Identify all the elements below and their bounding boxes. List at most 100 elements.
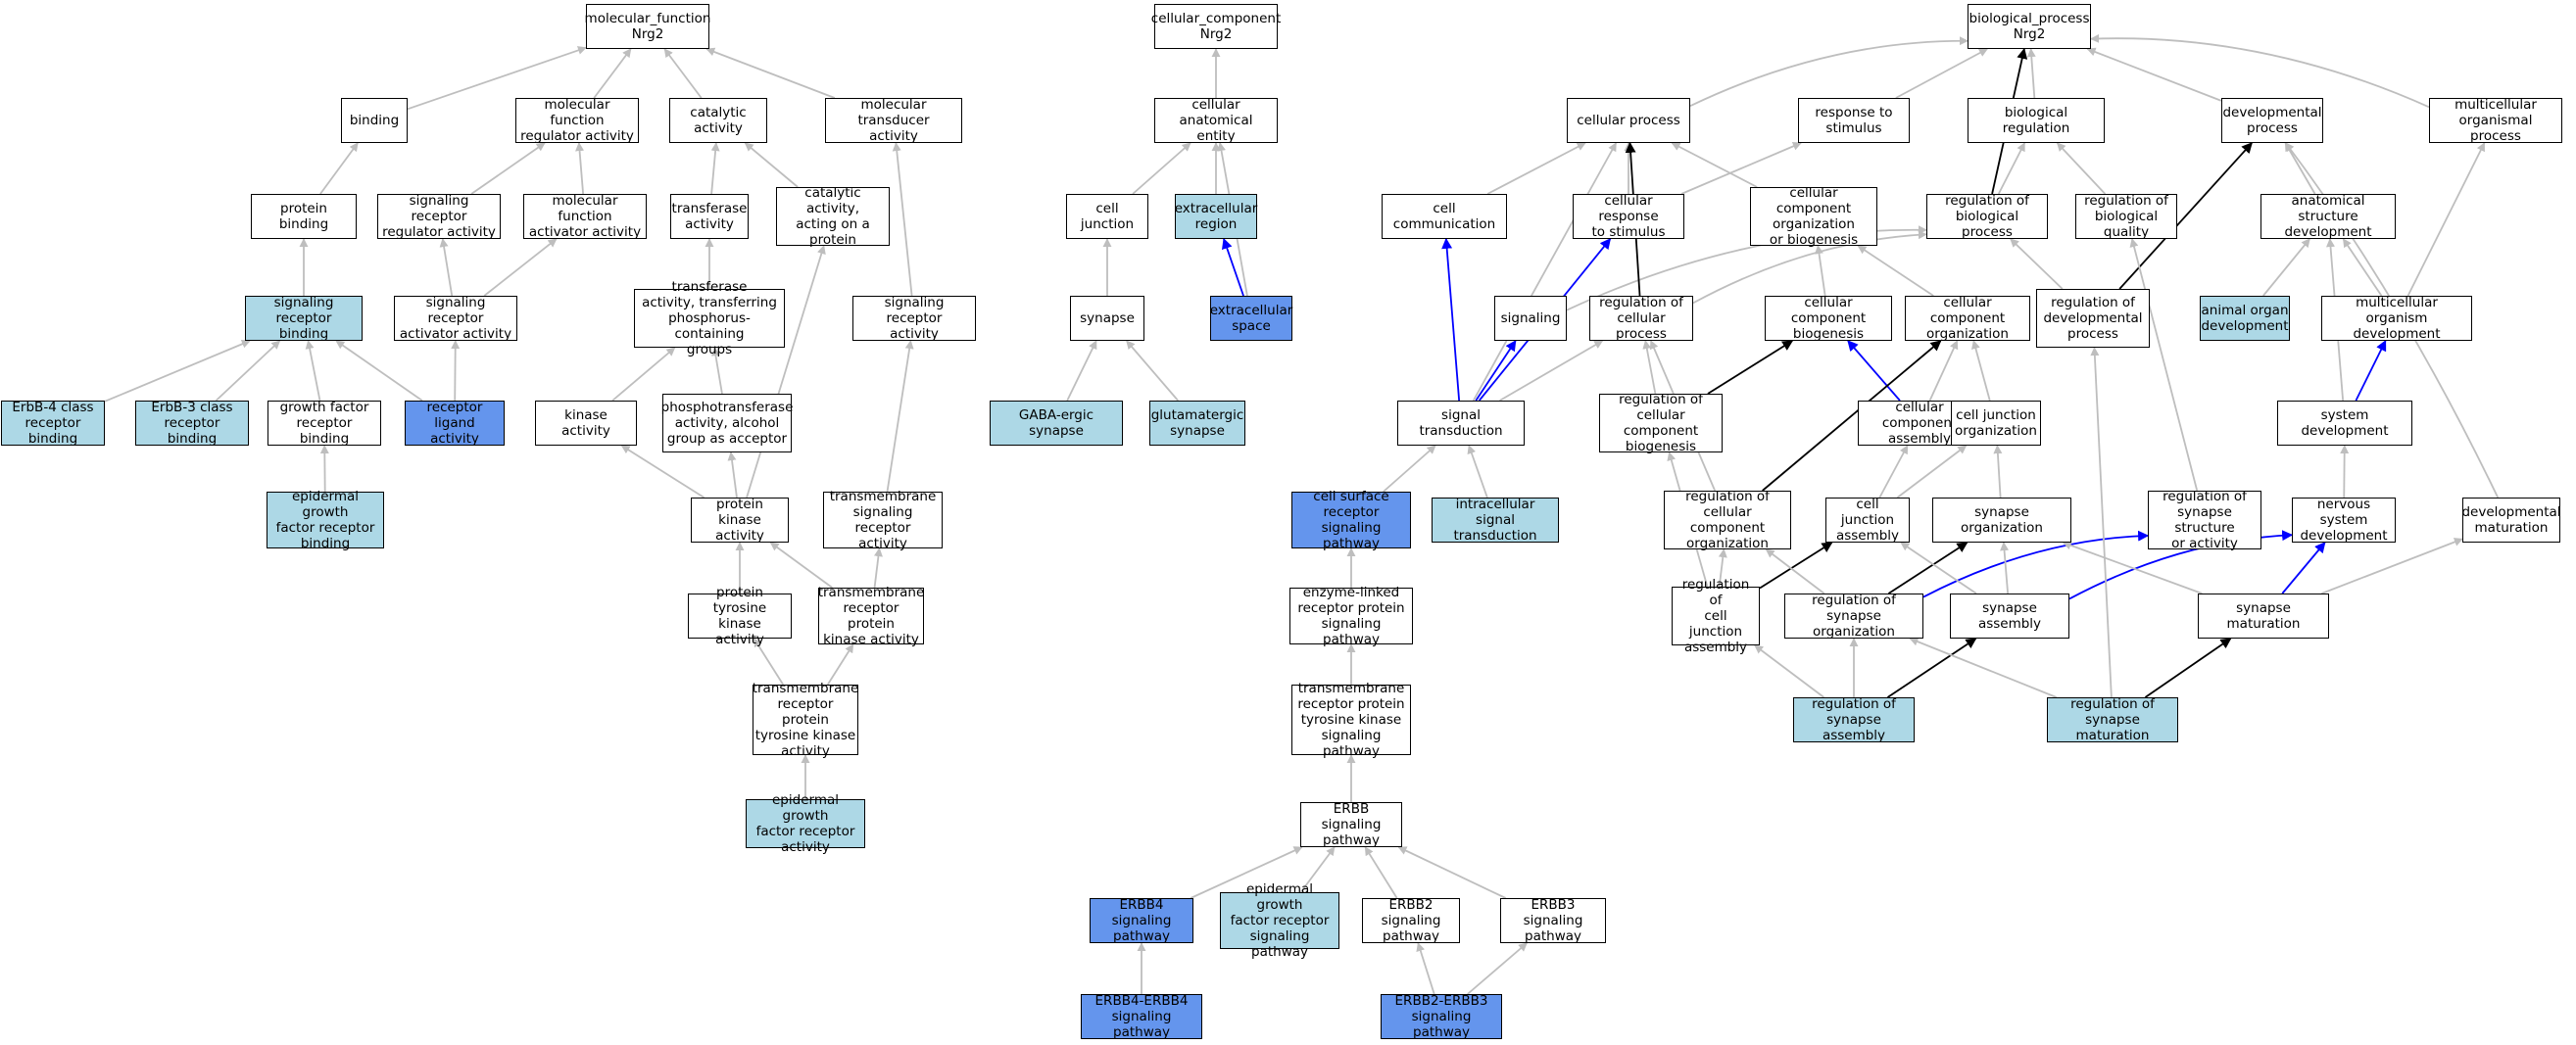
node-devmat[interactable]: developmental maturation: [2461, 498, 2561, 543]
node-transphos[interactable]: transferase activity, transferring phosp…: [634, 279, 785, 357]
node-sigregreg[interactable]: signaling receptor regulator activity: [377, 193, 501, 240]
node-ccorg2[interactable]: cellular component organization: [1905, 295, 2030, 342]
node-respstim[interactable]: response to stimulus: [1798, 98, 1910, 143]
node-devproc[interactable]: developmental process: [2221, 98, 2323, 143]
node-cae[interactable]: cellular anatomical entity: [1154, 97, 1278, 144]
edge-is_a-multiproc-bp: [2090, 33, 2430, 109]
node-regbio[interactable]: regulation of biological process: [1926, 193, 2048, 240]
node-sysdev[interactable]: system development: [2277, 401, 2412, 446]
node-gfbind[interactable]: growth factor receptor binding: [267, 400, 381, 447]
edge-is_a-tmsig-sigrec: [886, 340, 914, 493]
edge-is_a-mfreg-mf: [593, 48, 632, 99]
node-synmat[interactable]: synapse maturation: [2198, 594, 2329, 639]
node-cellresp[interactable]: cellular response to stimulus: [1573, 193, 1684, 240]
edge-is_a-protkinase-catprot: [746, 245, 826, 499]
edge-is_a-erbb4sig-erbbsig: [1190, 846, 1303, 899]
node-binding[interactable]: binding: [341, 98, 408, 143]
node-erbb44sig[interactable]: ERBB4-ERBB4 signaling pathway: [1081, 993, 1202, 1040]
node-erbb3bind[interactable]: ErbB-3 class receptor binding: [135, 400, 249, 447]
node-regccorg[interactable]: regulation of cellular component organiz…: [1664, 489, 1791, 551]
node-sigrecbind[interactable]: signaling receptor binding: [245, 295, 363, 342]
node-tmsig[interactable]: transmembrane signaling receptor activit…: [823, 489, 943, 551]
node-egfrsig[interactable]: epidermal growth factor receptor signali…: [1220, 881, 1339, 960]
node-ptk[interactable]: protein tyrosine kinase activity: [688, 585, 792, 647]
node-signaling[interactable]: signaling: [1494, 296, 1567, 341]
node-catalytic[interactable]: catalytic activity: [669, 98, 767, 143]
node-regsynorg[interactable]: regulation of synapse organization: [1784, 593, 1923, 640]
node-glut[interactable]: glutamatergic synapse: [1149, 401, 1245, 446]
edge-regulates-regccbio-ccbio: [1707, 340, 1794, 395]
node-cjassembly[interactable]: cell junction assembly: [1825, 497, 1910, 544]
node-cjorg[interactable]: cell junction organization: [1951, 401, 2041, 446]
node-catprot[interactable]: catalytic activity, acting on a protein: [776, 185, 890, 248]
node-gaba[interactable]: GABA-ergic synapse: [990, 401, 1123, 446]
node-mfreg[interactable]: molecular function regulator activity: [515, 97, 639, 144]
node-mf[interactable]: molecular_function Nrg2: [585, 4, 710, 49]
edge-is_a-catprot-catalytic: [744, 142, 799, 188]
node-tmrptk[interactable]: transmembrane receptor protein tyrosine …: [752, 681, 859, 759]
node-tmrptksp[interactable]: transmembrane receptor protein tyrosine …: [1291, 681, 1411, 759]
node-bioreg[interactable]: biological regulation: [1968, 98, 2105, 143]
edge-is_a-regsynorg-regccorg: [1765, 548, 1825, 594]
node-erbb23sig[interactable]: ERBB2-ERBB3 signaling pathway: [1381, 993, 1502, 1040]
node-erbb2sig[interactable]: ERBB2 signaling pathway: [1362, 897, 1460, 944]
node-csrsp[interactable]: cell surface receptor signaling pathway: [1291, 489, 1411, 551]
node-erbbsig[interactable]: ERBB signaling pathway: [1300, 801, 1402, 848]
edge-is_a-gfbind-sigrecbind: [305, 340, 321, 402]
node-sigrec[interactable]: signaling receptor activity: [852, 295, 976, 342]
node-synorg[interactable]: synapse organization: [1932, 498, 2071, 543]
node-egfract[interactable]: epidermal growth factor receptor activit…: [746, 792, 865, 855]
node-extspace[interactable]: extracellular space: [1210, 296, 1292, 341]
node-mfact[interactable]: molecular function activator activity: [523, 193, 647, 240]
node-ccbio[interactable]: cellular component biogenesis: [1765, 295, 1892, 342]
node-erbb3sig[interactable]: ERBB3 signaling pathway: [1500, 897, 1606, 944]
node-regccbio[interactable]: regulation of cellular component biogene…: [1599, 392, 1723, 454]
node-regcell[interactable]: regulation of cellular process: [1589, 295, 1693, 342]
node-protkinase[interactable]: protein kinase activity: [691, 497, 789, 544]
node-regbioq[interactable]: regulation of biological quality: [2075, 193, 2177, 240]
node-kinase[interactable]: kinase activity: [535, 401, 637, 446]
edge-is_a-cjorg-ccorg2: [1971, 340, 1991, 402]
node-sigtrans[interactable]: signal transduction: [1397, 401, 1525, 446]
node-regsynstruct[interactable]: regulation of synapse structure or activ…: [2148, 489, 2261, 551]
node-regdev[interactable]: regulation of developmental process: [2036, 289, 2150, 348]
node-protbinding[interactable]: protein binding: [251, 194, 357, 239]
node-phosphotrans[interactable]: phosphotransferase activity, alcohol gro…: [661, 394, 793, 452]
node-extreg[interactable]: extracellular region: [1175, 194, 1257, 239]
node-cellcomm[interactable]: cell communication: [1382, 194, 1507, 239]
node-erbb4bind[interactable]: ErbB-4 class receptor binding: [1, 400, 105, 447]
node-regcjassembly[interactable]: regulation of cell junction assembly: [1672, 577, 1760, 655]
node-anatdev[interactable]: anatomical structure development: [2260, 193, 2396, 240]
node-intrasig[interactable]: intracellular signal transduction: [1432, 497, 1559, 544]
node-bp[interactable]: biological_process Nrg2: [1968, 4, 2091, 49]
node-ccorg[interactable]: cellular component organization or bioge…: [1750, 185, 1877, 248]
node-synapse[interactable]: synapse: [1070, 296, 1144, 341]
node-cc[interactable]: cellular_component Nrg2: [1151, 4, 1281, 49]
node-erbb4sig[interactable]: ERBB4 signaling pathway: [1090, 897, 1193, 944]
node-multidev[interactable]: multicellular organism development: [2321, 295, 2472, 342]
node-animorgan[interactable]: animal organ development: [2200, 296, 2290, 341]
edge-is_a-kinase-transphos: [611, 347, 676, 402]
node-cellproc[interactable]: cellular process: [1567, 98, 1690, 143]
node-nsdev[interactable]: nervous system development: [2292, 497, 2396, 544]
edge-part_of-synmat-nsdev: [2281, 542, 2326, 594]
node-celljunction[interactable]: cell junction: [1066, 194, 1148, 239]
node-elrpsp[interactable]: enzyme-linked receptor protein signaling…: [1289, 585, 1413, 647]
node-tmrpk[interactable]: transmembrane receptor protein kinase ac…: [817, 585, 925, 647]
edge-regulates-regccorg-ccorg2: [1762, 340, 1942, 492]
edge-is_a-animorgan-anatdev: [2262, 238, 2310, 297]
node-moltrans[interactable]: molecular transducer activity: [825, 97, 962, 144]
node-rla[interactable]: receptor ligand activity: [405, 400, 505, 447]
edge-is_a-regsynmat-regsynorg: [1909, 637, 2058, 698]
node-synassembly[interactable]: synapse assembly: [1950, 594, 2069, 639]
edge-is_a-ccassembly-ccorg2: [1928, 340, 1959, 402]
node-regsynassembly[interactable]: regulation of synapse assembly: [1793, 696, 1915, 743]
edge-is_a-rla-sigrecbind: [335, 340, 423, 402]
node-multiproc[interactable]: multicellular organismal process: [2429, 97, 2562, 144]
edge-is_a-gaba-synapse: [1066, 340, 1097, 402]
node-transferase[interactable]: transferase activity: [670, 194, 749, 239]
node-regsynmat[interactable]: regulation of synapse maturation: [2047, 696, 2178, 743]
node-egfbind[interactable]: epidermal growth factor receptor binding: [267, 489, 384, 551]
edge-is_a-egfrsig-erbbsig: [1299, 846, 1336, 893]
node-sigrecact[interactable]: signaling receptor activator activity: [394, 295, 517, 342]
